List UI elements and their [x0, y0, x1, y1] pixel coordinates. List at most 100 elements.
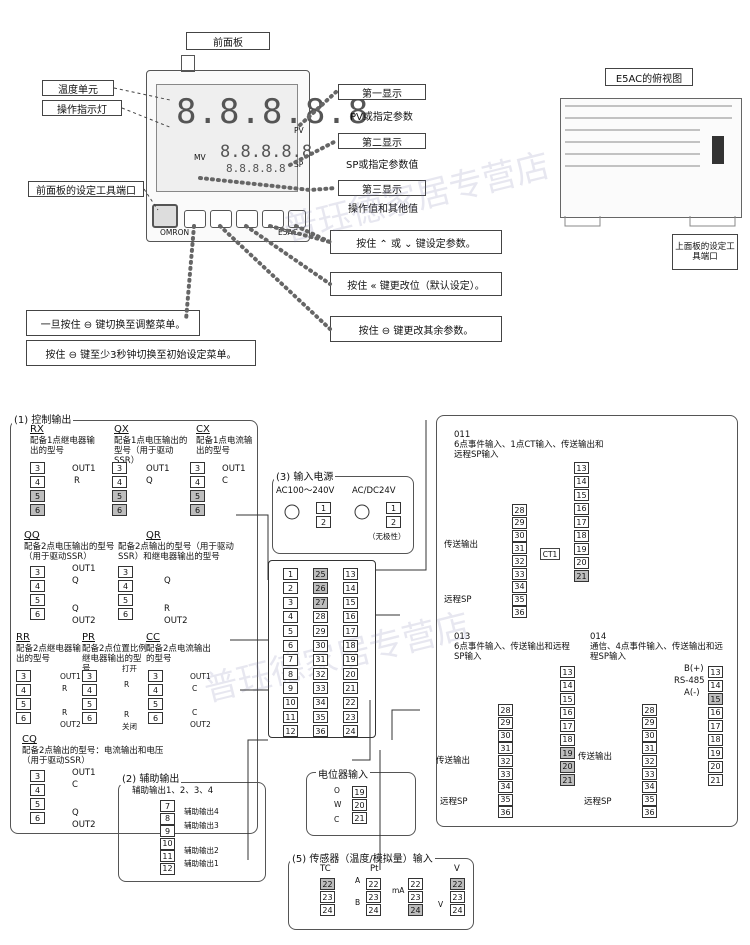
- remote-sp-014: 远程SP: [584, 797, 612, 807]
- aux-t12: 12: [160, 862, 175, 875]
- co30-t5: 5: [16, 698, 31, 710]
- top-view-title: E5AC的俯视图: [605, 68, 693, 86]
- cq-desc: 配备2点输出的型号：电流输出和电压（用于驱动SSR）: [22, 746, 164, 766]
- cc-sym2: C: [192, 708, 198, 717]
- cq-out2: OUT2: [72, 820, 96, 830]
- terminal-34: 34: [313, 696, 328, 709]
- o011-t13: 13: [574, 462, 589, 474]
- co21-t3: 3: [118, 566, 133, 578]
- v-t24: 24: [450, 904, 465, 916]
- rx-code: RX: [30, 424, 44, 435]
- o014b-t30: 30: [642, 729, 657, 742]
- cq-sym2: Q: [72, 808, 79, 818]
- o011-t19: 19: [574, 543, 589, 555]
- qx-desc: 配备1点电压输出的型号（用于驱动SSR）: [114, 436, 188, 466]
- terminal-17: 17: [343, 625, 358, 638]
- co30-t6: 6: [16, 712, 31, 724]
- terminal-23: 23: [343, 711, 358, 723]
- top-view-port-label: 上面板的设定工具端口: [672, 234, 738, 270]
- terminal-8: 8: [283, 668, 298, 681]
- o013-t17: 17: [560, 720, 575, 732]
- o014b-t29: 29: [642, 716, 657, 729]
- terminal-9: 9: [283, 682, 298, 695]
- cc-code: CC: [146, 632, 160, 643]
- o014-t19: 19: [708, 747, 723, 759]
- qq-sym1: Q: [72, 576, 79, 586]
- o014-t21: 21: [708, 774, 723, 786]
- o014-t20: 20: [708, 760, 723, 773]
- rr-desc: 配备2点继电器输出的型号: [16, 644, 81, 664]
- aux-t9: 9: [160, 825, 175, 837]
- brand-logo: OMRON: [160, 228, 190, 237]
- tc-t22: 22: [320, 878, 335, 890]
- remote-sp-011: 远程SP: [444, 595, 472, 605]
- o011b-t31: 31: [512, 542, 527, 555]
- o013-t21: 21: [560, 774, 575, 786]
- top-view-port[interactable]: [712, 136, 724, 164]
- pr-close: 关闭: [122, 722, 137, 731]
- aux-t8: 8: [160, 812, 175, 825]
- terminal-19: 19: [343, 653, 358, 666]
- o013-t15: 15: [560, 693, 575, 705]
- o013b-t30: 30: [498, 729, 513, 742]
- sensor-b: B: [355, 898, 361, 907]
- co0-t3: 3: [30, 462, 45, 474]
- co0-t5: 5: [30, 490, 45, 502]
- ma-t24: 24: [408, 904, 423, 916]
- o011-t15: 15: [574, 489, 589, 501]
- o013-t13: 13: [560, 666, 575, 678]
- power-dc: AC/DC24V: [352, 486, 396, 496]
- co31-t6: 6: [82, 712, 97, 724]
- sp-digits: 8.8.8.8.8: [220, 142, 313, 162]
- tc-t24: 24: [320, 904, 335, 916]
- rs485-label: RS-485: [674, 676, 705, 686]
- opt-011: 011: [454, 430, 471, 440]
- pr-code: PR: [82, 632, 95, 643]
- key-down-button[interactable]: [262, 210, 284, 228]
- disp2-title: 第二显示: [338, 133, 426, 149]
- terminal-32: 32: [313, 668, 328, 681]
- co1-t4: 4: [112, 476, 127, 488]
- aux-panel: [118, 782, 266, 882]
- o013-t18: 18: [560, 733, 575, 746]
- co2-t3: 3: [190, 462, 205, 474]
- tc-t23: 23: [320, 891, 335, 903]
- o011-t21: 21: [574, 570, 589, 582]
- terminal-block: [268, 560, 376, 738]
- transfer-011: 传送输出: [444, 540, 479, 550]
- o014-t13: 13: [708, 666, 723, 678]
- o014-t17: 17: [708, 720, 723, 732]
- co32-t4: 4: [148, 684, 163, 696]
- rr-sym1: R: [62, 684, 68, 693]
- o011-t17: 17: [574, 516, 589, 528]
- opt-013-desc: 6点事件输入、传送输出和远程SP输入: [454, 642, 570, 662]
- o011b-t33: 33: [512, 568, 527, 580]
- label-temp-unit: 温度单元: [42, 80, 114, 96]
- v-t23: 23: [450, 891, 465, 903]
- control-output-title: (1) 控制输出: [12, 411, 74, 426]
- power-note: （无极性）: [368, 532, 406, 541]
- co0-t4: 4: [30, 476, 45, 488]
- tool-port[interactable]: [152, 204, 178, 228]
- pv-digits: 8.8.8.8.8: [176, 92, 370, 132]
- note-level2: 按住 ⊖ 键至少3秒钟切换至初始设定菜单。: [26, 340, 256, 366]
- co2-t4: 4: [190, 476, 205, 488]
- qx-code: QX: [114, 424, 129, 435]
- o013b-t29: 29: [498, 716, 513, 729]
- qr-code: QR: [146, 530, 161, 541]
- o011b-t29: 29: [512, 516, 527, 529]
- sensor-tc: TC: [320, 864, 331, 874]
- terminal-13: 13: [343, 568, 358, 580]
- terminal-11: 11: [283, 711, 298, 723]
- ma-t22: 22: [408, 878, 423, 890]
- rx-desc: 配备1点继电器输出的型号: [30, 436, 95, 456]
- cc-out1: OUT1: [190, 672, 211, 681]
- terminal-27: 27: [313, 596, 328, 609]
- terminal-10: 10: [283, 696, 298, 709]
- pot-w: W: [334, 800, 342, 809]
- o011-t14: 14: [574, 475, 589, 488]
- terminal-18: 18: [343, 639, 358, 652]
- qq-desc: 配备2点电压输出的型号（用于驱动SSR）: [24, 542, 115, 562]
- cc-sym1: C: [192, 684, 198, 693]
- co20-t4: 4: [30, 580, 45, 592]
